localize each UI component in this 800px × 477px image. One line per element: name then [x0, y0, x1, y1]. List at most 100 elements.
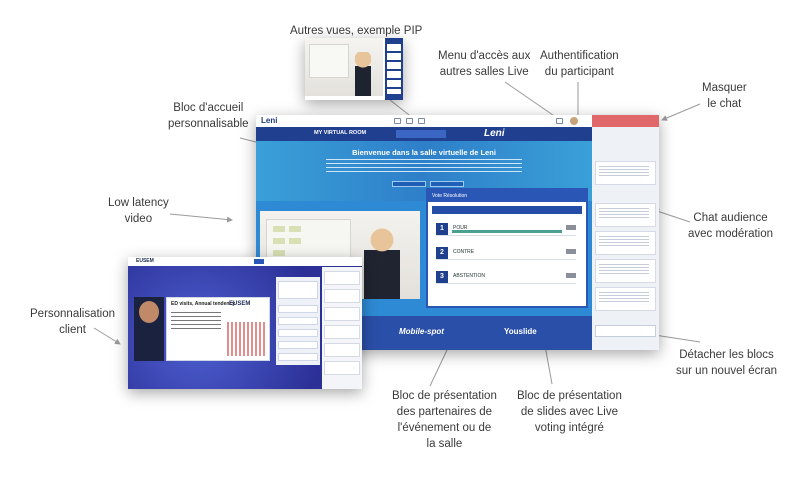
- view-tabs[interactable]: [396, 130, 446, 138]
- label-menu-line: autres salles Live: [439, 66, 529, 78]
- label-hide-line: Masquer: [702, 82, 747, 94]
- label-partners-line: des partenaires de: [396, 406, 493, 418]
- vote-option-label: CONTRE: [453, 249, 475, 255]
- label-client-line: Personnalisation: [30, 308, 116, 320]
- user-avatar[interactable]: [570, 117, 578, 125]
- label-partners: Bloc de présentation des partenaires de …: [392, 388, 497, 452]
- panel-item[interactable]: [278, 317, 318, 325]
- arrow-lowlat: [169, 213, 233, 223]
- vote-option-label: ABSTENTION: [453, 273, 485, 279]
- chat-message: [324, 325, 360, 339]
- label-auth-line: du participant: [544, 66, 614, 78]
- label-pip: Autres vues, exemple PIP: [290, 25, 423, 37]
- label-partners-line: Bloc de présentation: [392, 390, 497, 402]
- arrow-hide: [661, 103, 701, 121]
- vote-subheader: [432, 206, 582, 214]
- slide-title: ED visits, Annual tendency: [171, 301, 235, 307]
- pip-whiteboard: [309, 44, 349, 78]
- brand-logo: Leni: [484, 128, 505, 139]
- label-chat-line: Chat audience: [693, 212, 768, 224]
- label-slides: Bloc de présentation de slides avec Live…: [517, 388, 622, 436]
- chat-message: [595, 259, 656, 283]
- client-custom-window: EUSEM ED visits, Annual tendency EUSEM: [128, 257, 362, 389]
- client-nav-button[interactable]: [254, 259, 264, 264]
- sticky-note: [273, 238, 285, 244]
- live-voting-panel: Vote Résolution 1 POUR 2 CONTRE 3 ABSTEN…: [426, 188, 588, 308]
- label-auth: Authentification du participant: [540, 48, 619, 80]
- vote-option[interactable]: 2 CONTRE: [436, 246, 576, 260]
- arrow-client: [93, 327, 121, 345]
- rooms-icon[interactable]: [406, 118, 413, 124]
- label-detach: Détacher les blocs sur un nouvel écran: [676, 347, 777, 379]
- label-client: Personnalisation client: [30, 306, 115, 338]
- label-welcome: Bloc d'accueil personnalisable: [168, 100, 249, 132]
- chat-input[interactable]: [595, 325, 656, 337]
- chat-message: [324, 343, 360, 357]
- sticky-note: [273, 250, 285, 256]
- panel-item[interactable]: [278, 305, 318, 313]
- slide-brand: EUSEM: [229, 301, 251, 307]
- client-top-bar: EUSEM: [128, 257, 362, 266]
- vote-option-label: POUR: [453, 225, 468, 231]
- label-hide-line: le chat: [707, 98, 742, 110]
- vote-option-number: 3: [436, 271, 448, 283]
- label-client-line: client: [59, 324, 86, 336]
- panel-item[interactable]: [278, 353, 318, 361]
- pip-view-screenshot: [305, 38, 403, 100]
- speaker-video[interactable]: [134, 297, 164, 361]
- vote-percent: [566, 249, 576, 254]
- label-partners-line: la salle: [426, 438, 463, 450]
- slide-view: ED visits, Annual tendency EUSEM: [166, 297, 270, 361]
- label-lowlat-line: Low latency: [108, 197, 169, 209]
- label-slides-line: voting intégré: [534, 422, 604, 434]
- welcome-button[interactable]: [392, 181, 426, 187]
- sticky-note: [273, 226, 285, 232]
- chat-message: [595, 231, 656, 255]
- label-menu-line: Menu d'accès aux: [438, 50, 531, 62]
- slide-text: [171, 312, 221, 330]
- label-detach-line: Détacher les blocs: [679, 349, 774, 361]
- label-low-latency: Low latency video: [108, 195, 169, 227]
- chat-header[interactable]: [592, 115, 659, 127]
- app-logo: Leni: [261, 116, 278, 125]
- vote-option-number: 2: [436, 247, 448, 259]
- home-icon[interactable]: [394, 118, 401, 124]
- label-menu: Menu d'accès aux autres salles Live: [438, 48, 530, 80]
- pip-sidebar-items: [387, 44, 401, 94]
- chat-message: [324, 307, 360, 321]
- label-auth-line: Authentification: [540, 50, 619, 62]
- panel-item[interactable]: [278, 341, 318, 349]
- label-welcome-line: personnalisable: [168, 118, 249, 130]
- label-detach-line: sur un nouvel écran: [676, 365, 778, 377]
- screen-icon[interactable]: [418, 118, 425, 124]
- vote-title: Vote Résolution: [428, 190, 586, 202]
- vote-percent: [566, 225, 576, 230]
- panel-item[interactable]: [278, 329, 318, 337]
- top-bar: Leni: [256, 115, 592, 127]
- chat-message: [595, 287, 656, 311]
- arrow-chat: [653, 208, 691, 223]
- partner-logo[interactable]: Mobile-spot: [399, 327, 444, 336]
- vote-option[interactable]: 3 ABSTENTION: [436, 270, 576, 284]
- welcome-block: Bienvenue dans la salle virtuelle de Len…: [256, 141, 592, 201]
- label-slides-line: Bloc de présentation: [517, 390, 622, 402]
- label-slides-line: de slides avec Live: [520, 406, 619, 418]
- vote-option-number: 1: [436, 223, 448, 235]
- client-panel-list: [276, 277, 320, 365]
- partner-logo[interactable]: Youslide: [504, 327, 537, 336]
- rooms-menu-icon[interactable]: [556, 118, 563, 124]
- chat-message: [595, 203, 656, 227]
- label-welcome-line: Bloc d'accueil: [173, 102, 244, 114]
- pip-presenter: [355, 52, 371, 96]
- video-presenter: [364, 227, 400, 299]
- sticky-note: [289, 226, 301, 232]
- client-chat: [322, 267, 362, 389]
- label-chat: Chat audience avec modération: [688, 210, 773, 242]
- panel-item[interactable]: [278, 281, 318, 299]
- chat-message: [324, 271, 360, 285]
- chat-message: [324, 361, 360, 375]
- vote-option[interactable]: 1 POUR: [436, 222, 576, 236]
- welcome-button[interactable]: [430, 181, 464, 187]
- welcome-title: Bienvenue dans la salle virtuelle de Len…: [352, 148, 496, 157]
